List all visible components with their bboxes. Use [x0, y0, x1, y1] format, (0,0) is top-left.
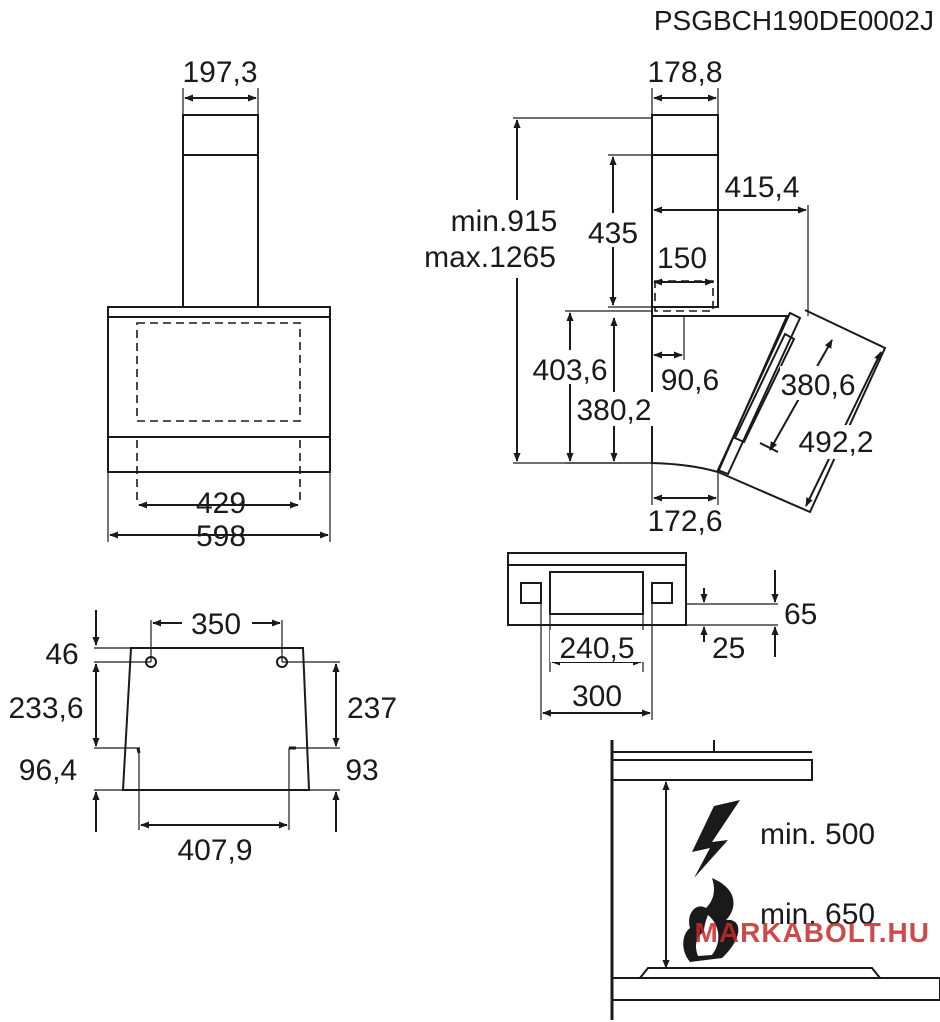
- side-view: 178,8 min.915 max.1265 435 415,4 150 403…: [424, 56, 887, 538]
- clearance-view: min. 500 min. 650: [610, 740, 940, 1020]
- label-outlet: 150: [657, 242, 707, 275]
- label-chimney-depth: 178,8: [647, 56, 722, 89]
- label-right-height: 237: [347, 692, 397, 725]
- label-outlet-offset: 90,6: [661, 364, 719, 397]
- bracket-view: 65 25 240,5 300: [507, 552, 817, 720]
- label-total-width: 598: [196, 520, 246, 553]
- label-panel-outer: 492,2: [798, 426, 873, 459]
- label-gas-min: min. 650: [760, 898, 875, 931]
- label-bottom-left: 96,4: [19, 754, 77, 787]
- model-code: PSGBCH190DE0002J: [654, 5, 934, 36]
- label-bottom-right: 93: [345, 754, 378, 787]
- mounting-view: 350 46 233,6 237 96,4 93 407,9: [0, 606, 402, 867]
- front-view: 197,3 429 598: [107, 56, 331, 553]
- label-body-inner: 380,2: [576, 394, 651, 427]
- label-top-gap: 65: [784, 598, 817, 631]
- label-height-min: min.915: [451, 205, 558, 238]
- label-top-offset: 46: [45, 638, 78, 671]
- label-panel-inner: 380,6: [780, 369, 855, 402]
- label-bracket-width: 300: [572, 680, 622, 713]
- label-inner-width: 429: [196, 487, 246, 520]
- watermark: MARKABOLT.HU: [695, 917, 930, 948]
- label-body-outer: 403,6: [532, 354, 607, 387]
- label-bottom-hole-spacing: 407,9: [177, 834, 252, 867]
- label-electric-min: min. 500: [760, 818, 875, 851]
- lightning-icon: [692, 800, 740, 878]
- label-projection: 415,4: [724, 171, 799, 204]
- label-height-max: max.1265: [424, 241, 556, 274]
- label-slot-width: 240,5: [559, 632, 634, 665]
- label-base-depth: 172,6: [647, 505, 722, 538]
- label-upper-height: 435: [588, 217, 638, 250]
- label-bottom-gap: 25: [712, 632, 745, 665]
- label-left-height: 233,6: [8, 692, 83, 725]
- label-top-hole-spacing: 350: [191, 608, 241, 641]
- label-chimney-width: 197,3: [182, 56, 257, 89]
